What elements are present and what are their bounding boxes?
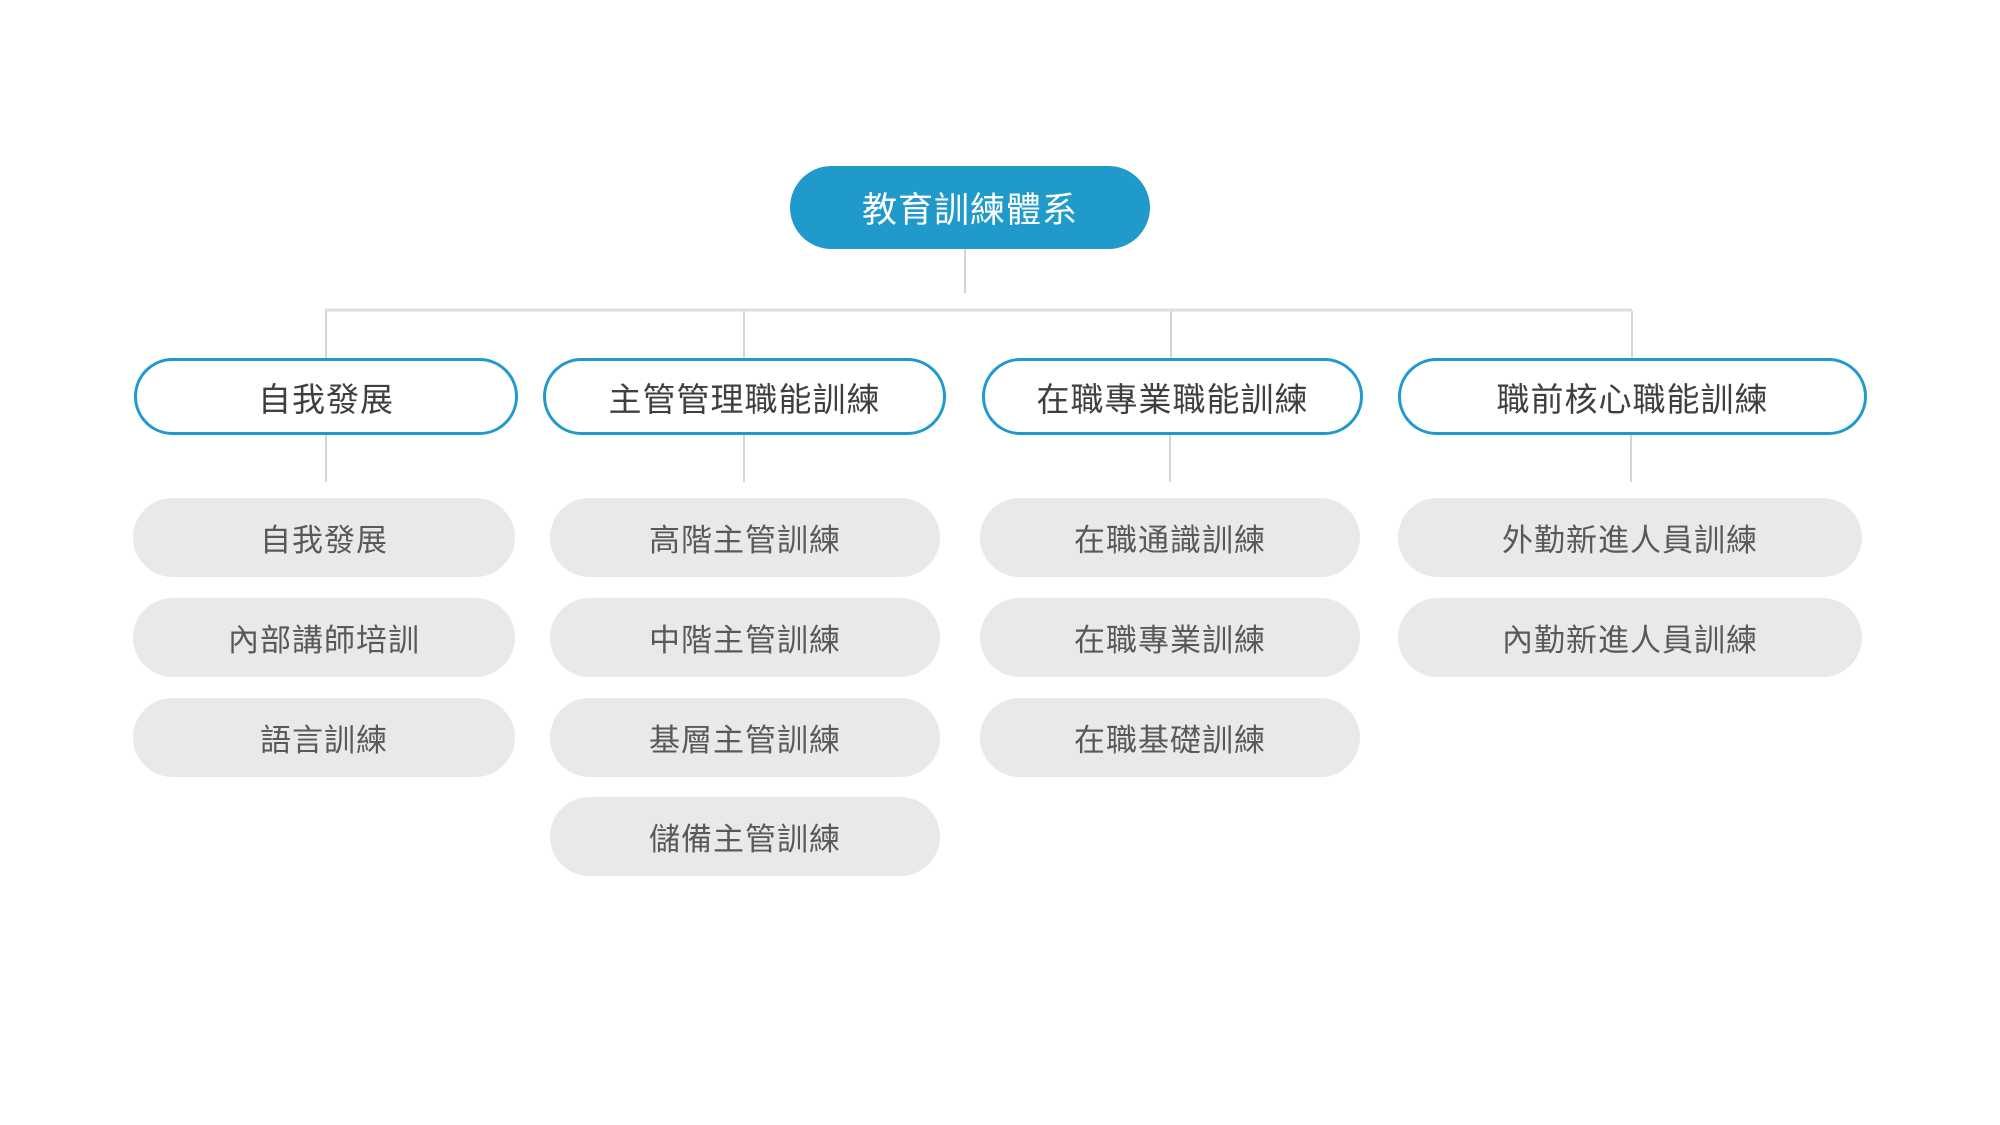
tree-node-label: 在職專業訓練 — [1074, 623, 1266, 658]
tree-node-label: 基層主管訓練 — [649, 723, 841, 758]
header-pre-employment-core-training: 職前核心職能訓練 — [1398, 358, 1867, 435]
header-label: 在職專業職能訓練 — [1036, 382, 1309, 419]
header-label: 職前核心職能訓練 — [1496, 382, 1769, 419]
tree-node-label: 語言訓練 — [260, 723, 388, 758]
tree-node-label: 內勤新進人員訓練 — [1502, 623, 1758, 658]
tree-node-label: 高階主管訓練 — [649, 523, 841, 558]
tree-node: 高階主管訓練 — [550, 498, 940, 577]
tree-node: 自我發展 — [133, 498, 515, 577]
root-node: 教育訓練體系 — [790, 166, 1150, 249]
tree-node: 外勤新進人員訓練 — [1398, 498, 1862, 577]
tree-node-label: 自我發展 — [260, 523, 388, 558]
tree-node-label: 中階主管訓練 — [649, 623, 841, 658]
tree-node-label: 在職基礎訓練 — [1074, 723, 1266, 758]
tree-node: 內勤新進人員訓練 — [1398, 598, 1862, 677]
root-node-label: 教育訓練體系 — [861, 191, 1078, 230]
header-supervisor-management-training: 主管管理職能訓練 — [543, 358, 946, 435]
header-self-development: 自我發展 — [134, 358, 518, 435]
tree-node: 在職基礎訓練 — [980, 698, 1360, 777]
header-label: 主管管理職能訓練 — [608, 382, 881, 419]
header-label: 自我發展 — [258, 382, 394, 419]
tree-node-label: 儲備主管訓練 — [649, 822, 841, 857]
tree-node-label: 外勤新進人員訓練 — [1502, 523, 1758, 558]
tree-node: 儲備主管訓練 — [550, 797, 940, 876]
tree-node-label: 內部講師培訓 — [228, 623, 420, 658]
tree-node: 在職專業訓練 — [980, 598, 1360, 677]
tree-node: 在職通識訓練 — [980, 498, 1360, 577]
tree-node: 語言訓練 — [133, 698, 515, 777]
header-on-the-job-professional-training: 在職專業職能訓練 — [982, 358, 1363, 435]
tree-node-label: 在職通識訓練 — [1074, 523, 1266, 558]
tree-node: 中階主管訓練 — [550, 598, 940, 677]
tree-node: 基層主管訓練 — [550, 698, 940, 777]
tree-node: 內部講師培訓 — [133, 598, 515, 677]
